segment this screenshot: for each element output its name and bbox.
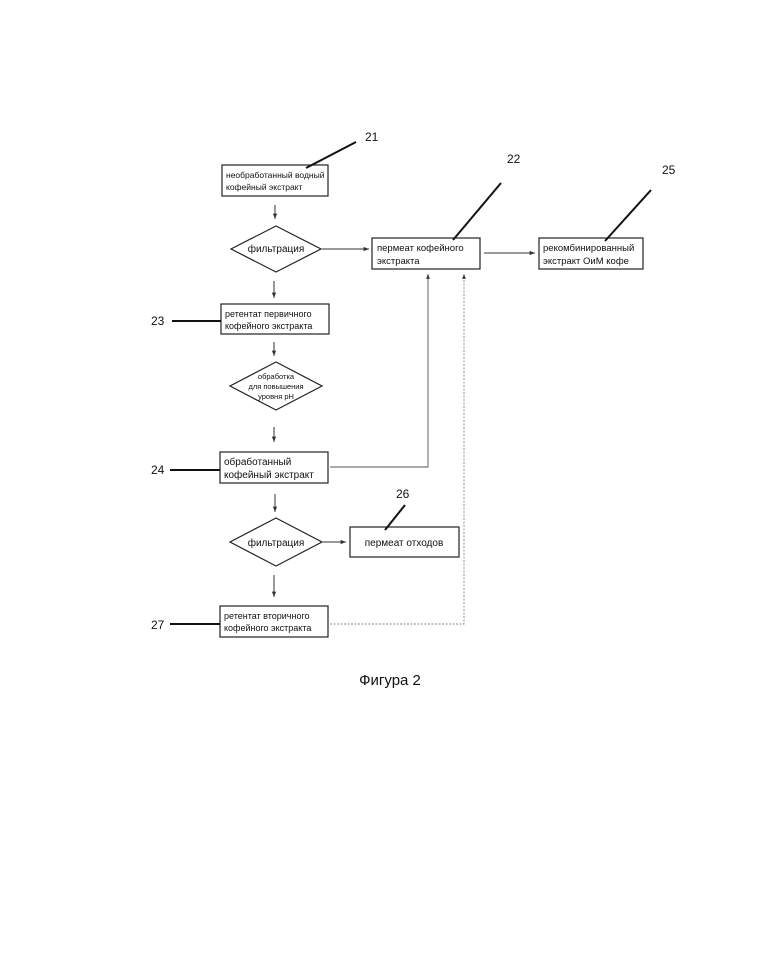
ref-22: 22 xyxy=(507,152,521,166)
ph-treatment-line3: уровня pH xyxy=(258,392,294,401)
ref-21: 21 xyxy=(365,130,379,144)
leader-25 xyxy=(605,190,651,241)
ph-treatment-line1: обработка xyxy=(258,372,295,381)
leader-26 xyxy=(385,505,405,530)
filtration1-label: фильтрация xyxy=(248,243,305,255)
leader-22 xyxy=(453,183,501,240)
ref-25: 25 xyxy=(662,163,676,177)
permeate-line1: пермеат кофейного xyxy=(377,243,464,254)
retentate1-line1: ретентат первичного xyxy=(225,309,312,319)
leader-21 xyxy=(306,142,356,168)
filtration2-label: фильтрация xyxy=(248,537,305,549)
raw-extract-line2: кофейный экстракт xyxy=(226,182,302,192)
ref-23: 23 xyxy=(151,314,165,328)
recombined-line1: рекомбинированный xyxy=(543,243,634,254)
permeate-line2: экстракта xyxy=(377,256,420,267)
arrow-treated-to-permeate xyxy=(330,274,428,467)
ref-26: 26 xyxy=(396,487,410,501)
retentate1-line2: кофейного экстракта xyxy=(225,321,312,331)
retentate2-line1: ретентат вторичного xyxy=(224,611,310,621)
ref-24: 24 xyxy=(151,463,165,477)
recombined-line2: экстракт ОиМ кофе xyxy=(543,256,629,267)
retentate2-line2: кофейного экстракта xyxy=(224,623,311,633)
figure-caption: Фигура 2 xyxy=(0,672,780,689)
ref-27: 27 xyxy=(151,618,165,632)
treated-extract-line2: кофейный экстракт xyxy=(224,469,314,481)
waste-permeate-label: пермеат отходов xyxy=(365,538,444,549)
treated-extract-line1: обработанный xyxy=(224,456,291,468)
ph-treatment-line2: для повышения xyxy=(248,382,303,391)
raw-extract-line1: необработанный водный xyxy=(226,170,325,180)
arrow-retentate2-to-permeate xyxy=(330,274,464,624)
